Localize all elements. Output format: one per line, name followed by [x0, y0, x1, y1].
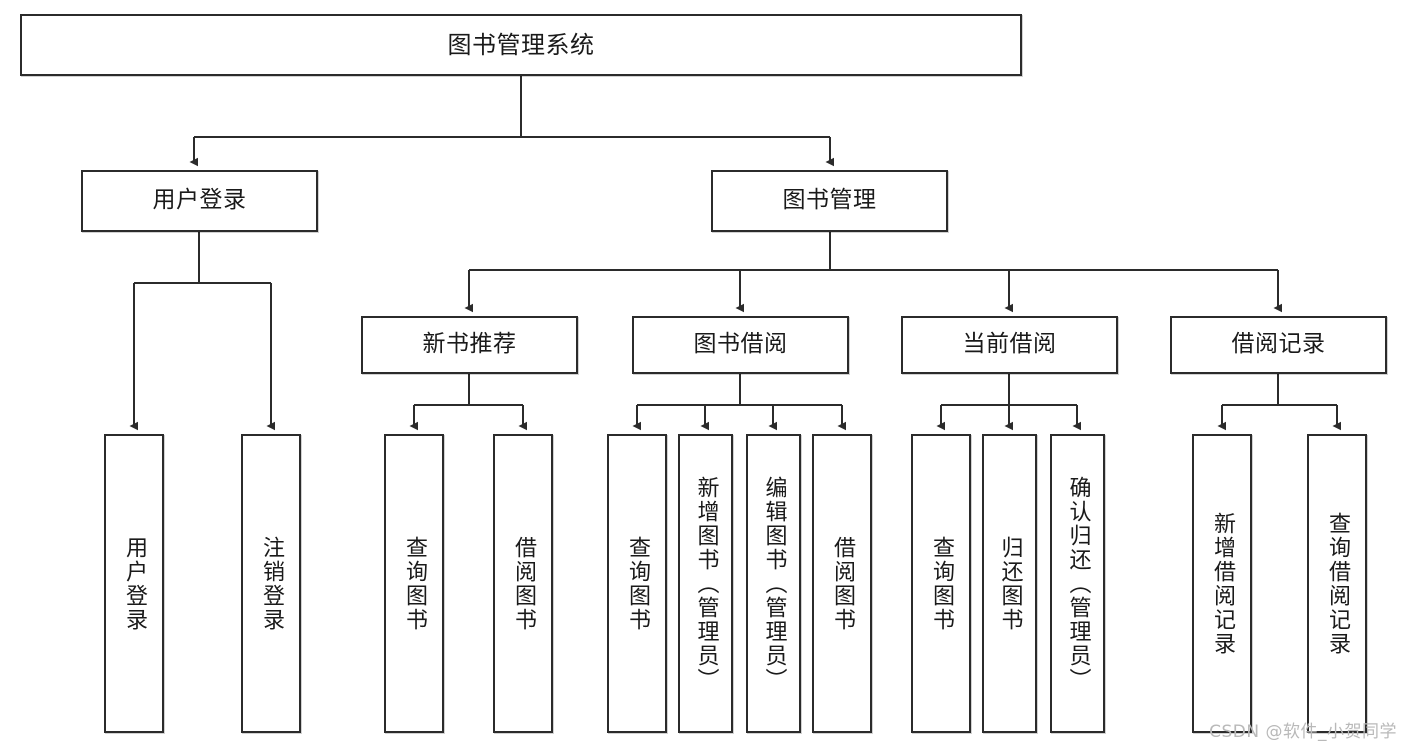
leaf-borrow-record-add-record[interactable]: 新增借阅记录	[1192, 434, 1252, 733]
node-current-borrow[interactable]: 当前借阅	[901, 316, 1118, 374]
node-label: 归还图书	[997, 535, 1023, 632]
node-book-management[interactable]: 图书管理	[711, 170, 948, 232]
leaf-borrow-record-query-record[interactable]: 查询借阅记录	[1307, 434, 1367, 733]
leaf-new-book-query-book[interactable]: 查询图书	[384, 434, 444, 733]
node-label: 图书借阅	[693, 331, 788, 358]
node-label: 新增图书（管理员）	[693, 475, 719, 692]
node-label: 查询借阅记录	[1325, 511, 1350, 656]
leaf-logout[interactable]: 注销登录	[241, 434, 301, 733]
node-label: 用户登录	[122, 535, 147, 632]
node-label: 注销登录	[259, 535, 284, 632]
node-label: 查询图书	[625, 535, 650, 632]
leaf-book-borrow-add-book-admin[interactable]: 新增图书（管理员）	[678, 434, 733, 733]
leaf-book-borrow-query-book[interactable]: 查询图书	[607, 434, 667, 733]
leaf-current-borrow-return-book[interactable]: 归还图书	[982, 434, 1037, 733]
node-label: 新增借阅记录	[1210, 511, 1235, 656]
leaf-current-borrow-confirm-return-admin[interactable]: 确认归还（管理员）	[1050, 434, 1105, 733]
node-label: 借阅图书	[830, 535, 855, 632]
node-label: 图书管理系统	[447, 30, 595, 59]
leaf-new-book-borrow-book[interactable]: 借阅图书	[493, 434, 553, 733]
node-label: 图书管理	[782, 187, 877, 214]
node-label: 借阅记录	[1231, 331, 1326, 358]
node-label: 借阅图书	[511, 535, 536, 632]
leaf-user-login[interactable]: 用户登录	[104, 434, 164, 733]
node-user-login[interactable]: 用户登录	[81, 170, 318, 232]
watermark-text: CSDN @软件_小贺同学	[1209, 722, 1397, 742]
node-label: 查询图书	[402, 535, 427, 632]
leaf-book-borrow-borrow-book[interactable]: 借阅图书	[812, 434, 872, 733]
node-book-borrow[interactable]: 图书借阅	[632, 316, 849, 374]
leaf-book-borrow-edit-book-admin[interactable]: 编辑图书（管理员）	[746, 434, 801, 733]
node-label: 确认归还（管理员）	[1065, 475, 1091, 692]
node-borrow-record[interactable]: 借阅记录	[1170, 316, 1387, 374]
node-label: 新书推荐	[422, 331, 517, 358]
node-label: 当前借阅	[962, 331, 1057, 358]
leaf-current-borrow-query-book[interactable]: 查询图书	[911, 434, 971, 733]
node-label: 用户登录	[152, 187, 247, 214]
node-label: 查询图书	[929, 535, 954, 632]
node-label: 编辑图书（管理员）	[761, 475, 787, 692]
node-root-book-management-system[interactable]: 图书管理系统	[20, 14, 1022, 76]
node-new-book-recommend[interactable]: 新书推荐	[361, 316, 578, 374]
